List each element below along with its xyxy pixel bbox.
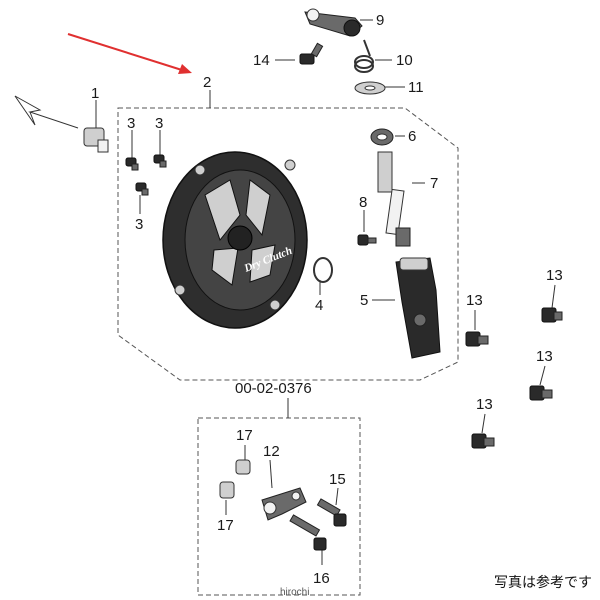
reference-caption: 写真は参考です bbox=[494, 574, 592, 590]
part-bolt bbox=[529, 385, 553, 401]
callout-13: 13 bbox=[476, 396, 493, 413]
callout-3: 3 bbox=[127, 115, 135, 132]
leader-lines bbox=[95, 19, 556, 565]
part-bolt bbox=[471, 433, 495, 449]
part-o-ring bbox=[313, 257, 333, 283]
callout-11: 11 bbox=[408, 79, 424, 96]
callout-17: 17 bbox=[236, 427, 253, 444]
part-collar bbox=[235, 459, 251, 475]
part-bracket bbox=[261, 487, 307, 521]
direction-arrow-icon bbox=[14, 95, 79, 129]
part-washer bbox=[354, 81, 386, 95]
callout-3: 3 bbox=[155, 115, 163, 132]
callout-4: 4 bbox=[315, 297, 323, 314]
part-bearing bbox=[370, 128, 394, 146]
callout-15: 15 bbox=[329, 471, 346, 488]
callout-7: 7 bbox=[430, 175, 438, 192]
part-screw bbox=[125, 157, 139, 171]
assembly-outline-subkit bbox=[197, 417, 361, 596]
callout-labels: 2 1 3 3 3 4 5 6 7 8 9 10 11 14 13 13 13 … bbox=[91, 12, 563, 587]
callout-5: 5 bbox=[360, 292, 368, 309]
red-pointer-arrow bbox=[67, 33, 192, 74]
callout-3: 3 bbox=[135, 216, 143, 233]
part-clutch-cover: Dry Clutch bbox=[162, 151, 308, 329]
part-bolt-long bbox=[289, 514, 327, 551]
callout-1: 1 bbox=[91, 85, 99, 102]
part-bolt-small bbox=[299, 42, 324, 65]
callout-10: 10 bbox=[396, 52, 413, 69]
callout-9: 9 bbox=[376, 12, 384, 29]
part-collar bbox=[219, 481, 235, 499]
callout-6: 6 bbox=[408, 128, 416, 145]
callout-2: 2 bbox=[203, 74, 211, 91]
callout-16: 16 bbox=[313, 570, 330, 587]
part-screw-small bbox=[357, 234, 377, 246]
callout-8: 8 bbox=[359, 194, 367, 211]
subassembly-code: 00-02-0376 bbox=[235, 380, 312, 397]
part-shaft bbox=[377, 151, 411, 247]
part-bolt-flanged bbox=[83, 127, 109, 153]
callout-13: 13 bbox=[466, 292, 483, 309]
part-bolt bbox=[541, 307, 563, 323]
part-release-housing bbox=[395, 257, 441, 359]
callout-12: 12 bbox=[263, 443, 280, 460]
part-bolt bbox=[465, 331, 489, 347]
assembly-outline-cover bbox=[117, 107, 459, 381]
part-lever-arm bbox=[304, 8, 363, 37]
part-bolt-long bbox=[316, 498, 347, 527]
callout-13: 13 bbox=[536, 348, 553, 365]
callout-14: 14 bbox=[253, 52, 270, 69]
watermark: hirochi bbox=[280, 587, 310, 598]
part-screw bbox=[153, 154, 167, 168]
callout-17: 17 bbox=[217, 517, 234, 534]
part-screw bbox=[135, 182, 149, 196]
callout-13: 13 bbox=[546, 267, 563, 284]
part-return-spring bbox=[354, 39, 374, 73]
